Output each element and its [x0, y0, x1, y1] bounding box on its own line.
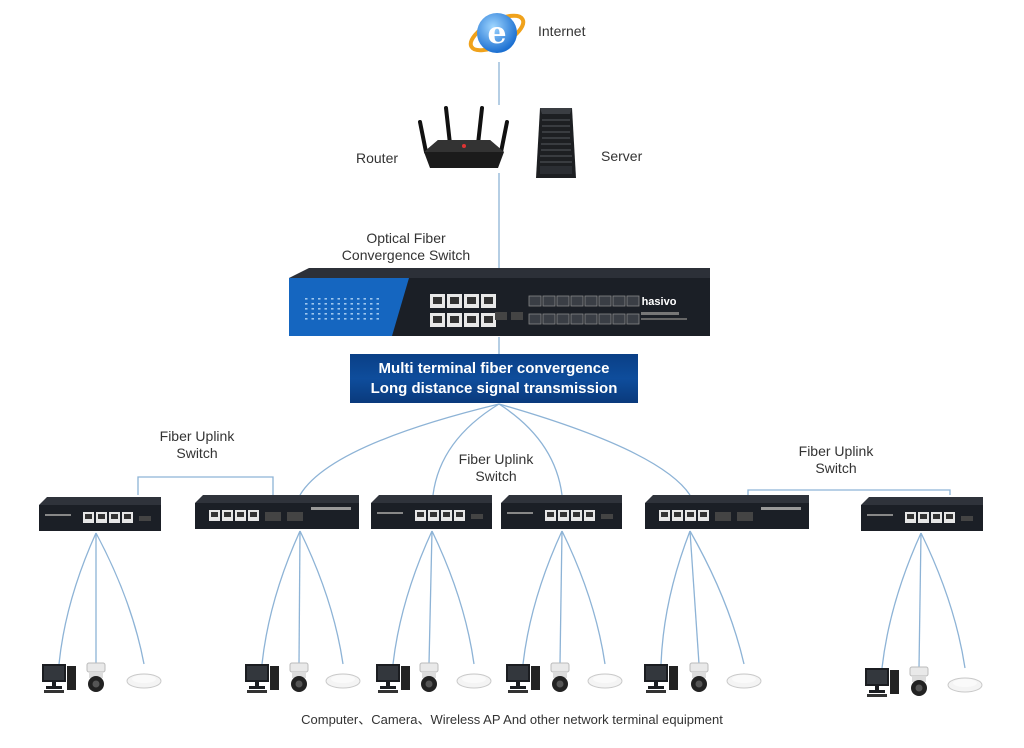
- link-terminal: [522, 530, 563, 665]
- access-switch-icon: [501, 495, 622, 531]
- link-terminal: [918, 532, 922, 669]
- internet-label: Internet: [538, 23, 586, 39]
- link-terminal: [920, 532, 966, 669]
- link-terminal: [95, 532, 145, 665]
- svg-text:e: e: [487, 16, 506, 51]
- link-terminal: [431, 530, 475, 665]
- computer-icon: [243, 662, 281, 694]
- computer-icon: [863, 666, 901, 698]
- computer-icon: [504, 662, 542, 694]
- link-terminal: [660, 530, 691, 665]
- banner-line1: Multi terminal fiber convergence: [378, 360, 610, 377]
- access-switch-icon: [645, 495, 809, 531]
- link-terminal: [689, 530, 745, 665]
- core-switch-label: Optical Fiber Convergence Switch: [341, 230, 471, 263]
- camera-icon: [84, 662, 108, 694]
- access-switch-icon: [195, 495, 359, 531]
- footer-caption: Computer、Camera、Wireless AP And other ne…: [301, 712, 723, 727]
- internet-icon: e: [466, 2, 528, 62]
- wireless-ap-icon: [455, 670, 493, 690]
- uplink-label-center: Fiber Uplink Switch: [458, 451, 534, 484]
- link-terminal: [561, 530, 606, 665]
- access-switch-icon: [371, 495, 492, 531]
- camera-icon: [417, 662, 441, 694]
- link-terminal: [559, 530, 563, 665]
- wireless-ap-icon: [725, 670, 763, 690]
- server-label: Server: [601, 148, 643, 164]
- link-terminal: [428, 530, 433, 665]
- uplink-label-right: Fiber Uplink Switch: [798, 443, 874, 476]
- link-terminal: [298, 530, 301, 665]
- link-fan-4: [498, 403, 691, 496]
- link-fan-2: [432, 403, 500, 496]
- computer-icon: [374, 662, 412, 694]
- computer-icon: [40, 662, 78, 694]
- banner: Multi terminal fiber convergence Long di…: [350, 354, 638, 403]
- core-switch-icon: hasivo: [289, 268, 710, 338]
- camera-icon: [687, 662, 711, 694]
- banner-line2: Long distance signal transmission: [370, 380, 618, 397]
- link-fan-1: [299, 403, 500, 496]
- link-terminal: [881, 532, 922, 669]
- wireless-ap-icon: [324, 670, 362, 690]
- access-switch-icon: [861, 497, 983, 533]
- wireless-ap-icon: [586, 670, 624, 690]
- wireless-ap-icon: [946, 674, 984, 694]
- server-icon: [534, 104, 578, 182]
- router-label: Router: [356, 150, 399, 166]
- camera-icon: [287, 662, 311, 694]
- link-terminal: [261, 530, 301, 665]
- router-icon: [416, 104, 511, 174]
- access-switch-icon: [39, 497, 161, 533]
- camera-icon: [548, 662, 572, 694]
- link-terminal: [58, 532, 97, 665]
- core-brand: hasivo: [642, 296, 677, 308]
- camera-icon: [907, 666, 931, 698]
- link-uplink-left: [137, 476, 274, 495]
- wireless-ap-icon: [125, 670, 163, 690]
- link-terminal: [299, 530, 344, 665]
- uplink-label-left: Fiber Uplink Switch: [159, 428, 235, 461]
- link-terminal: [392, 530, 433, 665]
- link-fan-3: [498, 403, 563, 496]
- link-terminal: [689, 530, 700, 665]
- computer-icon: [642, 662, 680, 694]
- link-uplink-right: [747, 489, 951, 495]
